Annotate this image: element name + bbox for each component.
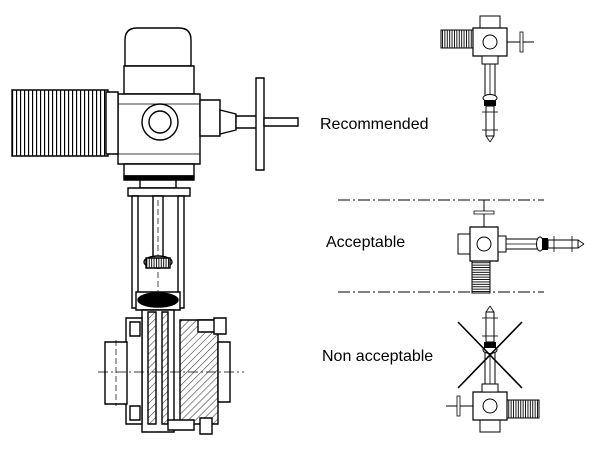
recommended-orientation xyxy=(440,15,535,143)
yoke-right xyxy=(178,196,184,308)
actuator-cap xyxy=(125,28,191,66)
label-non-acceptable: Non acceptable xyxy=(322,348,434,365)
large-valve-assembly xyxy=(12,28,298,434)
motor-housing xyxy=(12,90,108,156)
cross-line-2 xyxy=(458,322,522,388)
label-acceptable: Acceptable xyxy=(326,234,406,251)
yoke-left xyxy=(132,196,138,308)
label-recommended: Recommended xyxy=(320,116,429,133)
handwheel xyxy=(256,78,264,170)
valve-body xyxy=(142,310,174,432)
gearbox-port-inner xyxy=(149,111,171,133)
actuator-housing-upper xyxy=(124,66,194,94)
separators xyxy=(338,200,544,292)
non-acceptable-orientation xyxy=(445,305,540,433)
acceptable-orientation xyxy=(457,199,585,294)
